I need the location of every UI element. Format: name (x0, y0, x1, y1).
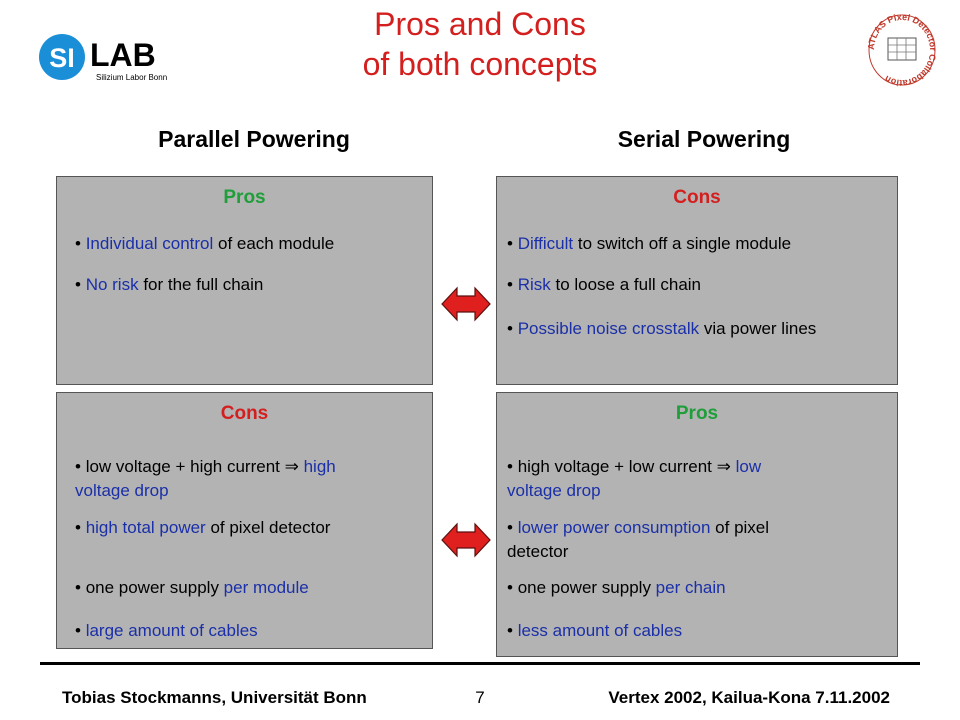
footer-divider (40, 662, 920, 665)
highlight-text: Risk (517, 275, 551, 294)
highlight-text: Possible noise crosstalk (517, 319, 700, 338)
heading-parallel-powering: Parallel Powering (158, 126, 350, 152)
item-text: one power supply (85, 578, 224, 597)
box-parallel-pros: Pros • Individual control of each module… (56, 176, 433, 385)
highlight-text: per chain (655, 578, 726, 597)
highlight-text: voltage drop (507, 481, 601, 500)
list-item: • high total power of pixel detector (75, 518, 331, 537)
logo-subtitle: Silizium Labor Bonn (96, 73, 167, 82)
item-text: of pixel (710, 518, 770, 537)
item-text: for the full chain (138, 275, 264, 294)
list-item: • No risk for the full chain (75, 275, 264, 294)
item-text: of pixel detector (205, 518, 331, 537)
highlight-text: low (730, 457, 762, 476)
slide-title: Pros and Cons of both concepts (300, 4, 660, 84)
highlight-text: large amount of cables (85, 621, 258, 640)
list-item: • less amount of cables (507, 621, 683, 640)
atlas-pixel-seal: ATLAS Pixel Detector Collaboration (866, 12, 938, 88)
highlight-text: less amount of cables (517, 621, 683, 640)
list-item: • Individual control of each module (75, 234, 335, 253)
highlight-text: high total power (85, 518, 206, 537)
page-number: 7 (475, 688, 485, 707)
svg-text:ATLAS Pixel Detector Collabora: ATLAS Pixel Detector Collaboration (866, 12, 938, 88)
list-item: • Possible noise crosstalk via power lin… (507, 319, 817, 338)
logo-lab-text: LAB (90, 37, 156, 73)
item-text: high voltage + low current (517, 457, 717, 476)
item-text: one power supply (517, 578, 656, 597)
box-title: Pros (675, 403, 719, 424)
item-text: low voltage + high current (85, 457, 285, 476)
list-item: • one power supply per module (75, 578, 309, 597)
highlight-text: voltage drop (75, 481, 169, 500)
box-title: Cons (673, 187, 721, 208)
list-item: • Difficult to switch off a single modul… (507, 234, 792, 253)
box-serial-cons: Cons • Difficult to switch off a single … (496, 176, 898, 385)
footer-conference: Vertex 2002, Kailua-Kona 7.11.2002 (608, 688, 890, 707)
implies-symbol: ⇒ (284, 457, 299, 476)
highlight-text: lower power consumption (517, 518, 711, 537)
double-arrow-icon (440, 284, 492, 329)
title-line-2: of both concepts (362, 46, 598, 82)
item-text: of each module (213, 234, 335, 253)
item-text: via power lines (699, 319, 817, 338)
box-title: Cons (220, 403, 269, 424)
item-text: detector (507, 542, 569, 561)
silab-logo: SI LAB Silizium Labor Bonn (38, 28, 188, 88)
logo-si-text: SI (49, 43, 75, 73)
box-parallel-cons: Cons • low voltage + high current ⇒ high… (56, 392, 433, 649)
list-item: • one power supply per chain (507, 578, 726, 597)
double-arrow-icon (440, 520, 492, 565)
highlight-text: per module (223, 578, 309, 597)
item-text: to loose a full chain (550, 275, 702, 294)
list-item: • large amount of cables (75, 621, 258, 640)
highlight-text: No risk (85, 275, 139, 294)
highlight-text: Individual control (85, 234, 214, 253)
box-title: Pros (223, 187, 266, 208)
footer-author: Tobias Stockmanns, Universität Bonn (62, 688, 367, 707)
highlight-text: Difficult (517, 234, 574, 253)
highlight-text: high (298, 457, 336, 476)
heading-serial-powering: Serial Powering (617, 126, 791, 152)
seal-text: ATLAS Pixel Detector Collaboration (866, 12, 938, 88)
list-item: • Risk to loose a full chain (507, 275, 702, 294)
item-text: to switch off a single module (573, 234, 792, 253)
title-line-1: Pros and Cons (374, 6, 586, 42)
implies-symbol: ⇒ (716, 457, 731, 476)
